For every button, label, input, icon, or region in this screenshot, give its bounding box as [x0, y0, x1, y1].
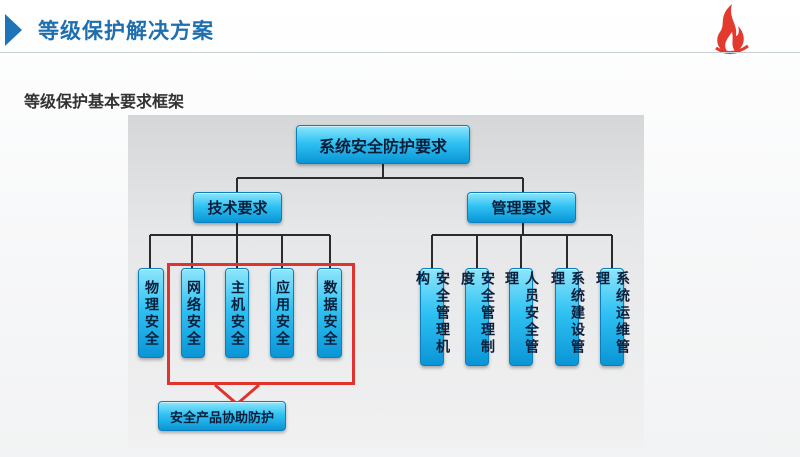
- tech-child-node: 应用安全: [270, 268, 294, 358]
- root-requirement-node: 系统安全防护要求: [296, 125, 470, 164]
- technical-requirements-node: 技术要求: [193, 192, 282, 223]
- management-requirements-node: 管理要求: [467, 192, 576, 223]
- tech-child-node: 数据安全: [317, 268, 342, 358]
- header-divider: [0, 52, 800, 53]
- tech-child-node: 主机安全: [225, 268, 249, 358]
- section-subtitle: 等级保护基本要求框架: [24, 92, 185, 111]
- mgmt-child-node: 系统运维管理: [594, 268, 630, 366]
- mgmt-child-node: 人员安全管理: [503, 268, 539, 366]
- highlight-frame: [167, 263, 355, 385]
- mgmt-child-node: 系统建设管理: [549, 268, 585, 366]
- mgmt-child-node: 安全管理机构: [414, 268, 450, 366]
- header-arrow-icon: [5, 14, 22, 46]
- tech-child-node: 物理安全: [138, 268, 164, 358]
- security-products-callout: 安全产品协助防护: [158, 401, 286, 431]
- mgmt-child-node: 安全管理制度: [459, 268, 495, 366]
- page-title: 等级保护解决方案: [38, 19, 214, 43]
- tech-child-node: 网络安全: [181, 268, 205, 358]
